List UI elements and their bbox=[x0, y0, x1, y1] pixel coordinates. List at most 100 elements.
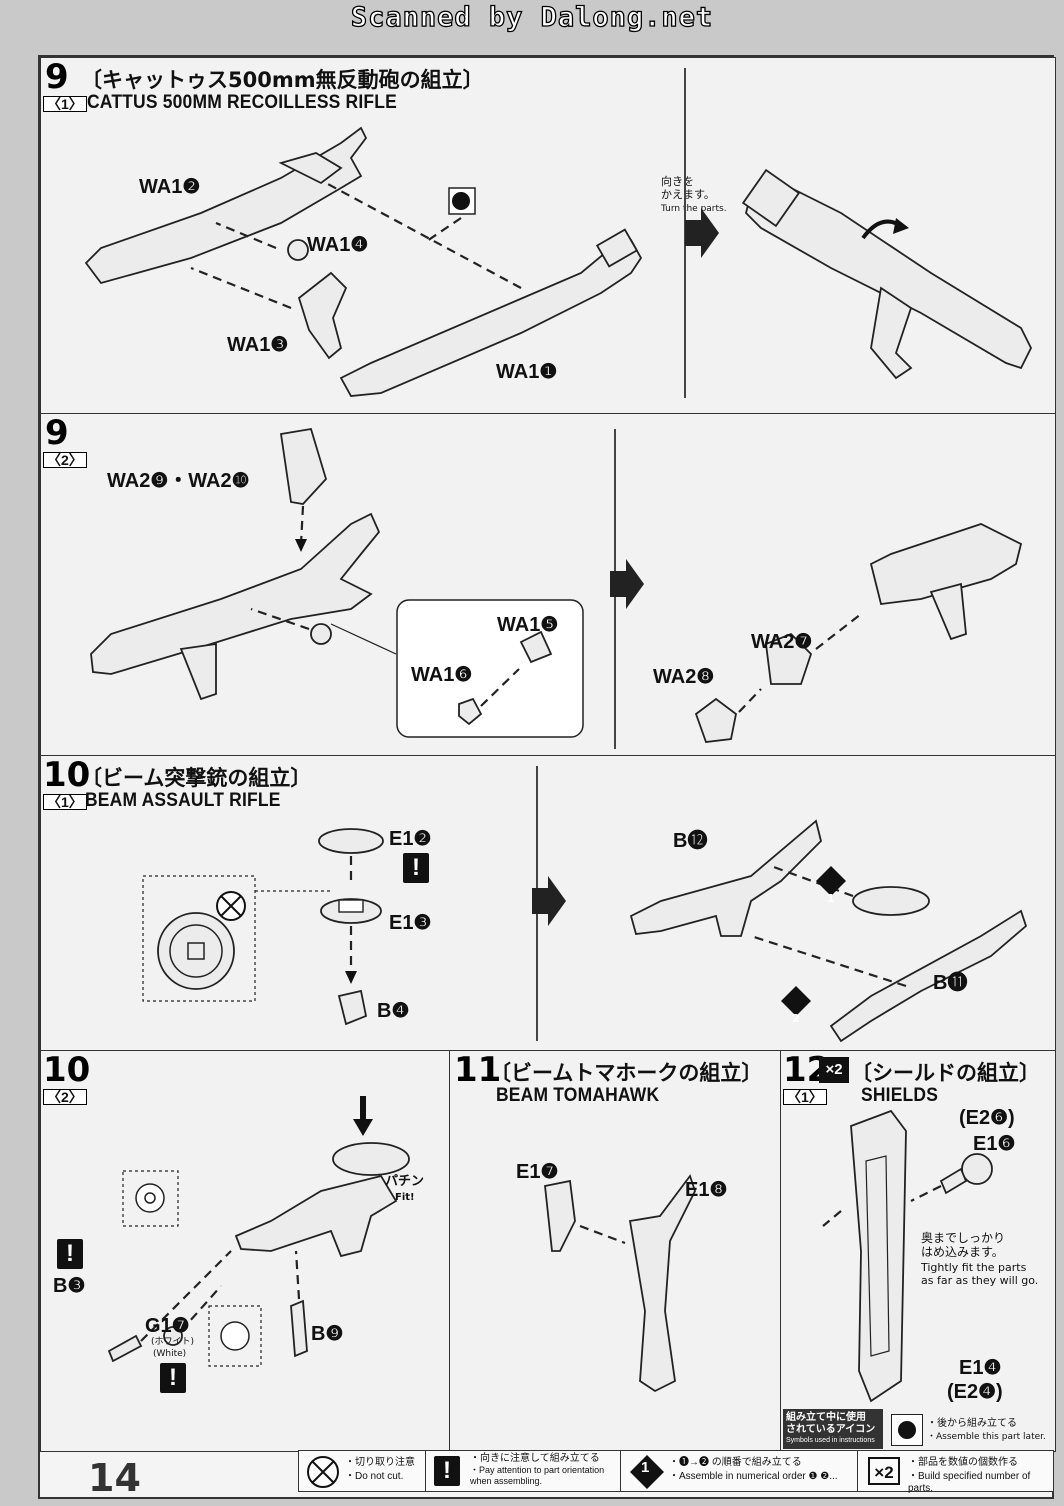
legend-en: ・Do not cut. bbox=[345, 1471, 404, 1482]
orientation-warning-icon: ! bbox=[160, 1363, 186, 1393]
step-title-jp: 〔キャットゥス500mm無反動砲の組立〕 bbox=[81, 68, 484, 92]
fit-en: Fit! bbox=[395, 1192, 415, 1203]
step-number: 11 bbox=[454, 1050, 502, 1090]
legend-orientation: ! ・向きに注意して組み立てる ・Pay attention to part o… bbox=[425, 1450, 621, 1492]
legend-jp: ・❶→❷ の順番で組み立てる bbox=[669, 1457, 802, 1468]
step-number: 10 bbox=[43, 1050, 91, 1090]
white-jp: (ホワイト) bbox=[151, 1337, 195, 1347]
step-number: 9 bbox=[45, 413, 69, 453]
step-title-en: BEAM TOMAHAWK bbox=[496, 1085, 660, 1106]
step-title-jp: 〔ビームトマホークの組立〕 bbox=[490, 1061, 763, 1085]
fit-note-en: Tightly fit the parts as far as they wil… bbox=[921, 1261, 1039, 1287]
legend-en: ・Build specified number of parts. bbox=[908, 1471, 1031, 1494]
page-number: 14 bbox=[88, 1456, 141, 1500]
label-b9: B❾ bbox=[311, 1323, 344, 1345]
label-e1-8: E1❽ bbox=[685, 1179, 728, 1201]
beam-rifle-diagram bbox=[629, 819, 1028, 1043]
label-e1-4: E1❹ bbox=[959, 1357, 1002, 1379]
white-en: (White) bbox=[153, 1349, 187, 1359]
label-wa1-1: WA1❶ bbox=[496, 361, 558, 383]
label-wa2-7: WA2❼ bbox=[751, 631, 813, 653]
legend-do-not-cut: ・切り取り注意 ・Do not cut. bbox=[298, 1450, 426, 1492]
icons-legend-en: Symbols used in instructions bbox=[786, 1437, 875, 1444]
order-icon bbox=[630, 1455, 664, 1489]
step-9-2-panel: 9 〈2〉 WA2❾・WA2❿ WA1❺ WA1❻ bbox=[40, 413, 1056, 756]
step-title-en: SHIELDS bbox=[861, 1085, 939, 1106]
warning-icon: ! bbox=[434, 1456, 460, 1486]
step-number: 9 bbox=[45, 57, 69, 97]
step-number: 10 bbox=[43, 755, 91, 795]
label-e1-6: E1❻ bbox=[973, 1133, 1016, 1155]
legend-build-count: ×2 ・部品を数値の個数作る ・Build specified number o… bbox=[857, 1450, 1054, 1494]
label-e1-7: E1❼ bbox=[516, 1161, 559, 1183]
icons-legend-box: 組み立て中に使用 されているアイコン Symbols used in instr… bbox=[783, 1409, 883, 1449]
step-sub: 〈2〉 bbox=[43, 1089, 87, 1105]
label-e2-4: (E2❹) bbox=[947, 1381, 1003, 1403]
order-badge-1: 1 bbox=[827, 892, 835, 905]
x2-icon: ×2 bbox=[868, 1457, 900, 1485]
legend-en: ・Assemble in numerical order ❶ ❷... bbox=[669, 1471, 838, 1482]
legend-en: ・Pay attention to part orientation when … bbox=[470, 1465, 605, 1486]
step-10-2-panel: 10 〈2〉 パチン Fit! ! B❸ G1❼ (ホワイト) (White) … bbox=[40, 1050, 450, 1452]
rifle-turned-diagram bbox=[741, 168, 1033, 380]
label-b11: B⓫ bbox=[933, 972, 968, 994]
step-sub: 〈2〉 bbox=[43, 452, 87, 468]
next-arrow bbox=[685, 208, 719, 258]
label-wa1-4: WA1❹ bbox=[307, 234, 369, 256]
rifle-muzzle-diagram bbox=[694, 523, 1023, 743]
label-wa2-8: WA2❽ bbox=[653, 666, 715, 688]
tomahawk-diagram bbox=[544, 1174, 696, 1393]
turn-note-jp: 向きを かえます。 bbox=[661, 175, 715, 201]
icons-legend-jp: 組み立て中に使用 されているアイコン bbox=[786, 1412, 876, 1435]
step-9-1-panel: 9 〈1〉 〔キャットゥス500mm無反動砲の組立〕 CATTUS 500MM … bbox=[40, 57, 1056, 414]
step-10-1-panel: 10 〈1〉 〔ビーム突撃銃の組立〕 BEAM ASSAULT RIFLE E1… bbox=[40, 755, 1056, 1051]
step-title-en: CATTUS 500MM RECOILLESS RIFLE bbox=[87, 92, 397, 113]
order-badge-2: 2 bbox=[792, 1012, 800, 1025]
label-wa1-5: WA1❺ bbox=[497, 614, 559, 636]
legend-jp: ・切り取り注意 bbox=[345, 1457, 415, 1468]
fit-note-jp: 奥までしっかり はめ込みます。 bbox=[921, 1231, 1006, 1259]
divider bbox=[684, 68, 686, 398]
label-wa1-2: WA1❷ bbox=[139, 176, 201, 198]
label-b4: B❹ bbox=[377, 1000, 410, 1022]
step-title-en: BEAM ASSAULT RIFLE bbox=[85, 790, 281, 811]
label-g1-7: G1❼ bbox=[145, 1315, 190, 1337]
label-e2-6: (E2❻) bbox=[959, 1107, 1015, 1129]
label-wa1-3: WA1❸ bbox=[227, 334, 289, 356]
legend-numerical-order: 1 ・❶→❷ の順番で組み立てる ・Assemble in numerical … bbox=[620, 1450, 858, 1492]
step-sub: 〈1〉 bbox=[43, 96, 87, 112]
sight-assembly-diagram bbox=[142, 828, 384, 1026]
label-e1-3: E1❸ bbox=[389, 912, 432, 934]
later-jp: ・後から組み立てる bbox=[927, 1418, 1017, 1429]
step-title-jp: 〔ビーム突撃銃の組立〕 bbox=[81, 766, 312, 790]
rifle-parts-diagram bbox=[90, 427, 584, 738]
step-sub: 〈1〉 bbox=[783, 1089, 827, 1105]
label-wa1-6: WA1❻ bbox=[411, 664, 473, 686]
order-icon-number: 1 bbox=[641, 1459, 650, 1476]
legend-jp: ・部品を数値の個数作る bbox=[908, 1457, 1018, 1468]
shield-diagram bbox=[822, 1109, 993, 1403]
next-arrow bbox=[532, 876, 566, 926]
step-title-jp: 〔シールドの組立〕 bbox=[851, 1061, 1040, 1085]
turn-note-en: Turn the parts. bbox=[661, 204, 727, 214]
do-not-cut-icon bbox=[307, 1456, 339, 1488]
later-en: ・Assemble this part later. bbox=[927, 1432, 1046, 1442]
fit-jp: パチン bbox=[385, 1174, 425, 1189]
step-11-panel: 11 〔ビームトマホークの組立〕 BEAM TOMAHAWK E1❼ E1❽ bbox=[449, 1050, 781, 1452]
scanner-credit: Scanned by Dalong.net bbox=[350, 1, 714, 33]
legend-jp: ・向きに注意して組み立てる bbox=[470, 1453, 600, 1464]
step-12-panel: 12 〈1〉 ×2 〔シールドの組立〕 SHIELDS (E2❻) E1❻ 奥ま… bbox=[780, 1050, 1056, 1452]
instruction-sheet: 9 〈1〉 〔キャットゥス500mm無反動砲の組立〕 CATTUS 500MM … bbox=[38, 55, 1056, 1499]
orientation-warning-icon: ! bbox=[403, 853, 429, 883]
label-b3: B❸ bbox=[53, 1275, 86, 1297]
next-arrow bbox=[610, 559, 644, 609]
orientation-warning-icon: ! bbox=[57, 1239, 83, 1269]
label-b12: B⓬ bbox=[673, 830, 708, 852]
later-icon bbox=[891, 1414, 923, 1446]
label-e1-2: E1❷ bbox=[389, 828, 432, 850]
step-sub: 〈1〉 bbox=[43, 794, 87, 810]
rifle-final-diagram bbox=[107, 1096, 410, 1367]
label-wa2-9-10: WA2❾・WA2❿ bbox=[107, 470, 250, 492]
multiplier-badge: ×2 bbox=[819, 1057, 849, 1083]
rifle-assembly-diagram bbox=[84, 126, 643, 397]
